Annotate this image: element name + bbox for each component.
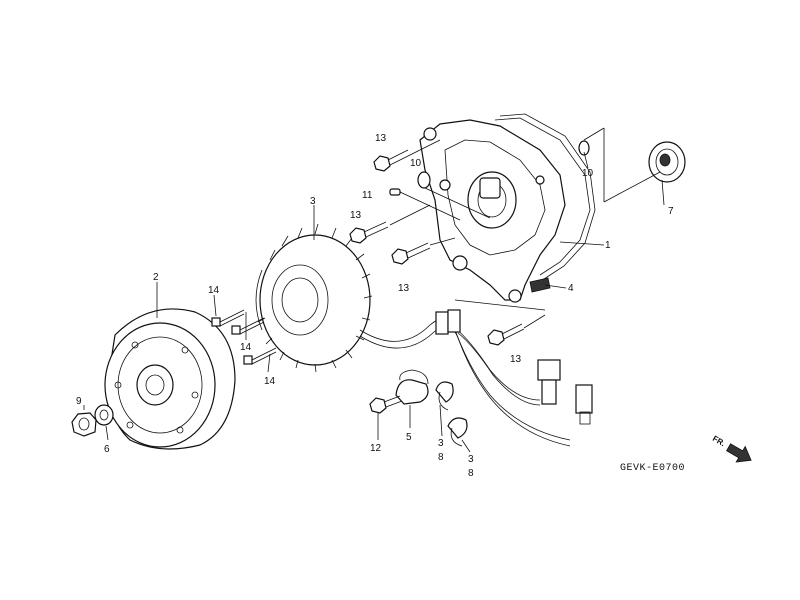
callout-12: 12 — [370, 443, 382, 454]
bolt-13-d — [487, 323, 525, 346]
callout-11: 11 — [362, 190, 373, 201]
cover-bolts — [349, 149, 525, 346]
callout-2: 2 — [153, 272, 159, 283]
callout-14-low: 14 — [264, 376, 276, 387]
bolt-13-a — [373, 149, 411, 172]
bolt-13-b — [349, 221, 389, 244]
clamp-bracket — [395, 369, 429, 405]
arrow-icon — [726, 443, 752, 463]
callout-10-left: 10 — [410, 158, 422, 169]
bolt-14-c — [243, 347, 277, 365]
dowel-pins — [389, 140, 590, 196]
drawing-code: GEVK-E0700 — [620, 463, 685, 474]
callout-13-mid: 13 — [350, 210, 362, 221]
leader-lines — [83, 127, 665, 453]
callout-6: 6 — [104, 444, 110, 455]
callout-5: 5 — [406, 432, 412, 443]
callout-8-clip-b: 8 — [468, 468, 474, 479]
bolt-12 — [369, 395, 403, 414]
callout-9: 9 — [76, 396, 82, 407]
callout-3-clip-a: 3 — [438, 438, 444, 449]
callout-13-lower: 13 — [398, 283, 410, 294]
callout-14-top: 14 — [208, 285, 220, 296]
wire-clip-b — [447, 417, 468, 447]
wire-harness — [359, 309, 593, 447]
wire-clip-a — [435, 381, 454, 411]
callout-3-clip-b: 3 — [468, 454, 474, 465]
oil-seal — [648, 141, 686, 183]
cover-gasket — [494, 113, 596, 280]
callout-14-mid: 14 — [240, 342, 252, 353]
callout-7: 7 — [668, 206, 674, 217]
front-direction-arrow: FR. — [711, 434, 752, 463]
callout-13-harness: 13 — [510, 354, 522, 365]
generator-cover — [419, 119, 566, 303]
flywheel-nut — [71, 412, 97, 437]
callout-13-top: 13 — [375, 133, 387, 144]
stator-bolts — [211, 309, 277, 365]
callout-labels: 1 2 3 3 3 4 5 6 7 8 8 9 10 10 11 12 13 1… — [76, 133, 674, 479]
stator — [255, 223, 373, 373]
callout-3-stator: 3 — [310, 196, 316, 207]
flywheel — [104, 308, 236, 450]
callout-10-right: 10 — [582, 168, 594, 179]
flywheel-washer — [94, 404, 114, 426]
fr-label: FR. — [711, 434, 727, 448]
callout-4: 4 — [568, 283, 574, 294]
bolt-14-a — [211, 309, 245, 327]
callout-1: 1 — [605, 240, 611, 251]
bolt-14-b — [231, 317, 265, 335]
bolt-13-c — [391, 242, 431, 265]
callout-8-clip-a: 8 — [438, 452, 444, 463]
